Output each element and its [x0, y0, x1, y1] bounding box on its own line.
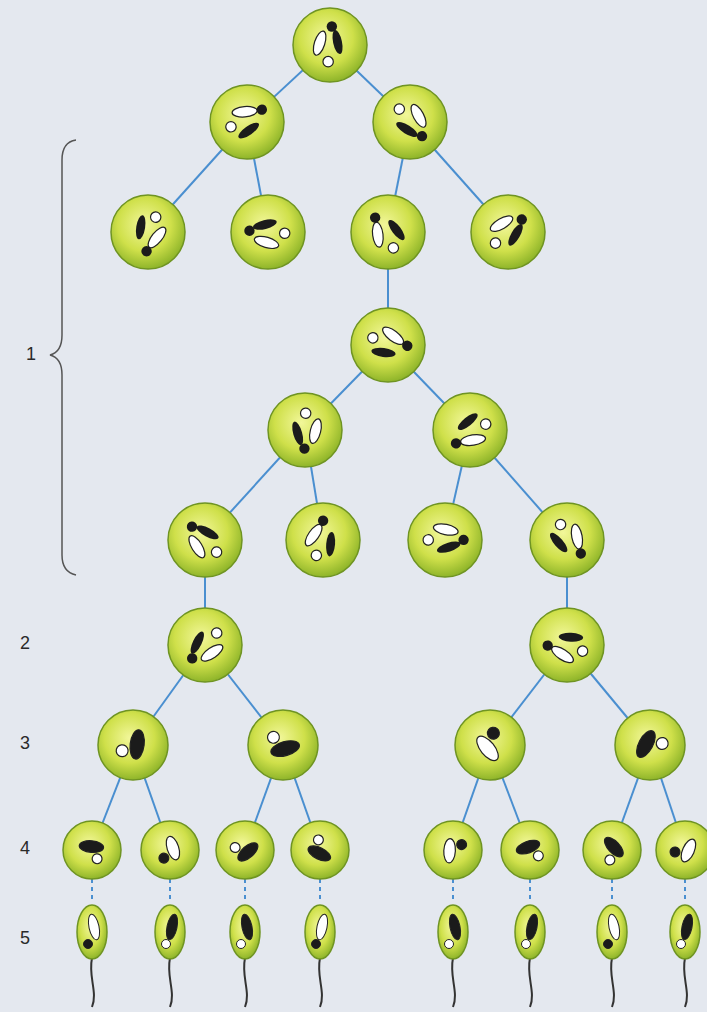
cell [291, 821, 349, 879]
cell [351, 195, 425, 269]
cell [656, 821, 707, 879]
sperm-cell [155, 905, 185, 1007]
cell [351, 308, 425, 382]
stage-number: 2 [20, 633, 30, 654]
cell [530, 503, 604, 577]
maturation-line [244, 879, 246, 903]
cell [433, 393, 507, 467]
maturation-line [91, 879, 93, 903]
cell [530, 608, 604, 682]
cell [210, 85, 284, 159]
cell [286, 503, 360, 577]
stage-number: 1 [26, 344, 36, 365]
sperm-cell [515, 905, 545, 1007]
cell [231, 195, 305, 269]
cell [141, 821, 199, 879]
cell [615, 710, 685, 780]
maturation-line [169, 879, 171, 903]
sperm-cell [77, 905, 107, 1007]
maturation-line [452, 879, 454, 903]
sperm-cell [438, 905, 468, 1007]
cell [455, 710, 525, 780]
maturation-line [529, 879, 531, 903]
sperm-cell [230, 905, 260, 1007]
maturation-line [319, 879, 321, 903]
sperm-cell [597, 905, 627, 1007]
cell [63, 821, 121, 879]
sperm-cell [305, 905, 335, 1007]
cell [583, 821, 641, 879]
stage-number: 4 [20, 838, 30, 859]
cell [268, 393, 342, 467]
cell [293, 8, 367, 82]
stage-number: 5 [20, 928, 30, 949]
cell [168, 503, 242, 577]
maturation-line [684, 879, 686, 903]
cell [98, 710, 168, 780]
stage-number: 3 [20, 733, 30, 754]
cell [168, 608, 242, 682]
maturation-line [611, 879, 613, 903]
cell [501, 821, 559, 879]
cell [248, 710, 318, 780]
cell [471, 195, 545, 269]
cell [373, 85, 447, 159]
cell [424, 821, 482, 879]
cell [408, 503, 482, 577]
sperm-cell [670, 905, 700, 1007]
cell [216, 821, 274, 879]
curly-bracket [50, 140, 76, 575]
cell [111, 195, 185, 269]
